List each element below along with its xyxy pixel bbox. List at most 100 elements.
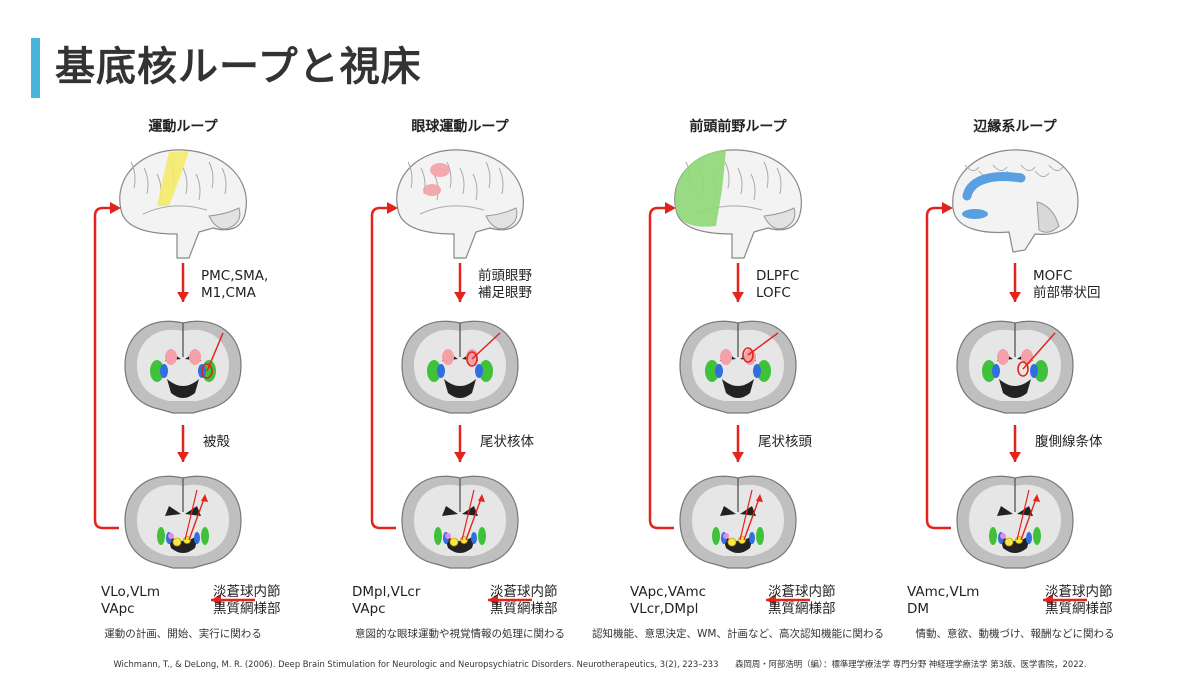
cortex-region-highlight	[962, 209, 988, 219]
output-nuclei-label-line: 黒質網様部	[1045, 601, 1113, 617]
cortex-region-highlight	[962, 172, 1026, 201]
loop-description: 運動の計画、開始、実行に関わる	[104, 628, 262, 640]
globus-pallidus	[1030, 364, 1038, 378]
globus-pallidus	[194, 532, 200, 544]
output-nuclei-label-line: 淡蒼球内節	[768, 584, 836, 600]
lateral-brain-image	[952, 149, 1079, 253]
caudate-nucleus	[997, 349, 1009, 365]
arrow-thalamus-to-cortex	[93, 202, 121, 530]
title-accent-bar	[31, 38, 40, 98]
coronal-section-thalamus	[401, 475, 519, 569]
lateral-brain-image	[119, 149, 247, 259]
arrow-thalamus-to-cortex	[648, 202, 676, 530]
loop-description: 意図的な眼球運動や視覚情報の処理に関わる	[355, 628, 565, 640]
page-title: 基底核ループと視床	[55, 44, 422, 90]
loop-title: 眼球運動ループ	[411, 119, 509, 135]
lateral-brain-image	[396, 149, 524, 259]
cortex-region-highlight	[675, 150, 726, 227]
striatum-target	[742, 347, 754, 363]
citation: Wichmann, T., & DeLong, M. R. (2006). De…	[113, 659, 1087, 669]
globus-pallidus	[1026, 532, 1032, 544]
arrow-striatum-to-output	[454, 425, 466, 462]
thalamus-nuclei-label-line: VLcr,DMpl	[630, 601, 699, 617]
striatum-label: 尾状核体	[480, 434, 534, 450]
cortex-region-highlight	[430, 163, 450, 177]
striatum-label: 尾状核頭	[758, 434, 812, 450]
arrow-thalamus-to-cortex	[925, 202, 953, 530]
globus-pallidus	[475, 364, 483, 378]
output-nuclei-label-line: 黒質網様部	[490, 601, 558, 617]
cortex-region-highlight	[157, 151, 189, 206]
cortex-areas-label-line: 前部帯状回	[1033, 285, 1101, 301]
loop-title: 運動ループ	[148, 119, 218, 135]
putamen	[705, 360, 719, 382]
thalamus-nuclei-label-line: VLo,VLm	[101, 584, 160, 600]
output-nuclei-label-line: 淡蒼球内節	[213, 584, 281, 600]
putamen	[1033, 527, 1041, 545]
arrow-thalamus-to-cortex	[370, 202, 398, 530]
loop-title: 辺縁系ループ	[973, 119, 1057, 135]
caudate-nucleus	[442, 349, 454, 365]
thalamus-nucleus	[449, 537, 459, 547]
thalamus-nucleus	[172, 537, 182, 547]
globus-pallidus	[160, 364, 168, 378]
putamen	[434, 527, 442, 545]
globus-pallidus	[749, 532, 755, 544]
arrow-cortex-to-striatum	[454, 263, 466, 302]
putamen	[201, 527, 209, 545]
arrow-cortex-to-striatum	[732, 263, 744, 302]
output-nuclei-label-line: 黒質網様部	[768, 601, 836, 617]
thalamus-nuclei-label-line: VApc	[101, 601, 135, 617]
striatum-target	[466, 351, 478, 367]
thalamus-nuclei-label-line: VAmc,VLm	[907, 584, 980, 600]
striatum-target	[1017, 361, 1029, 377]
caudate-nucleus	[744, 349, 756, 365]
output-nuclei-label: 淡蒼球内節黒質網様部	[1045, 584, 1113, 618]
thalamus-nucleus	[168, 533, 174, 539]
cortex-areas-label-line: DLPFC	[756, 268, 800, 284]
putamen	[150, 360, 164, 382]
coronal-section-striatum	[956, 320, 1074, 414]
putamen	[712, 527, 720, 545]
putamen	[157, 527, 165, 545]
output-nuclei-label: 淡蒼球内節黒質網様部	[490, 584, 558, 618]
output-nuclei-label-line: 淡蒼球内節	[490, 584, 558, 600]
loop-diagram	[93, 149, 255, 606]
arrow-cortex-to-striatum	[1009, 263, 1021, 302]
putamen	[202, 360, 216, 382]
loop-description: 認知機能、意思決定、WM、計画など、高次認知機能に関わる	[592, 628, 884, 640]
thalamus-nucleus	[723, 533, 729, 539]
cortex-region-highlight	[423, 184, 441, 196]
arrow-output-to-thalamus	[211, 594, 255, 606]
thalamus-nucleus	[727, 537, 737, 547]
loop-description: 情動、意欲、動機づけ、報酬などに関わる	[915, 628, 1115, 640]
globus-pallidus	[753, 364, 761, 378]
thalamus-nucleus	[445, 533, 451, 539]
cortex-areas-label-line: M1,CMA	[201, 285, 256, 301]
arrow-output-to-thalamus	[488, 594, 532, 606]
thalamus-nuclei-label-line: DMpl,VLcr	[352, 584, 421, 600]
arrow-striatum-to-output	[177, 425, 189, 462]
putamen	[989, 527, 997, 545]
coronal-section-striatum	[401, 320, 519, 414]
cortex-areas-label-line: 前頭眼野	[478, 268, 532, 284]
putamen	[1034, 360, 1048, 382]
arrow-output-to-thalamus	[766, 594, 810, 606]
putamen	[479, 360, 493, 382]
arrow-striatum-to-output	[1009, 425, 1021, 462]
putamen	[478, 527, 486, 545]
thalamus-nuclei-label-line: VApc,VAmc	[630, 584, 707, 600]
globus-pallidus	[471, 532, 477, 544]
caudate-nucleus	[189, 349, 201, 365]
arrow-cortex-to-striatum	[177, 263, 189, 302]
output-nuclei-label-line: 淡蒼球内節	[1045, 584, 1113, 600]
